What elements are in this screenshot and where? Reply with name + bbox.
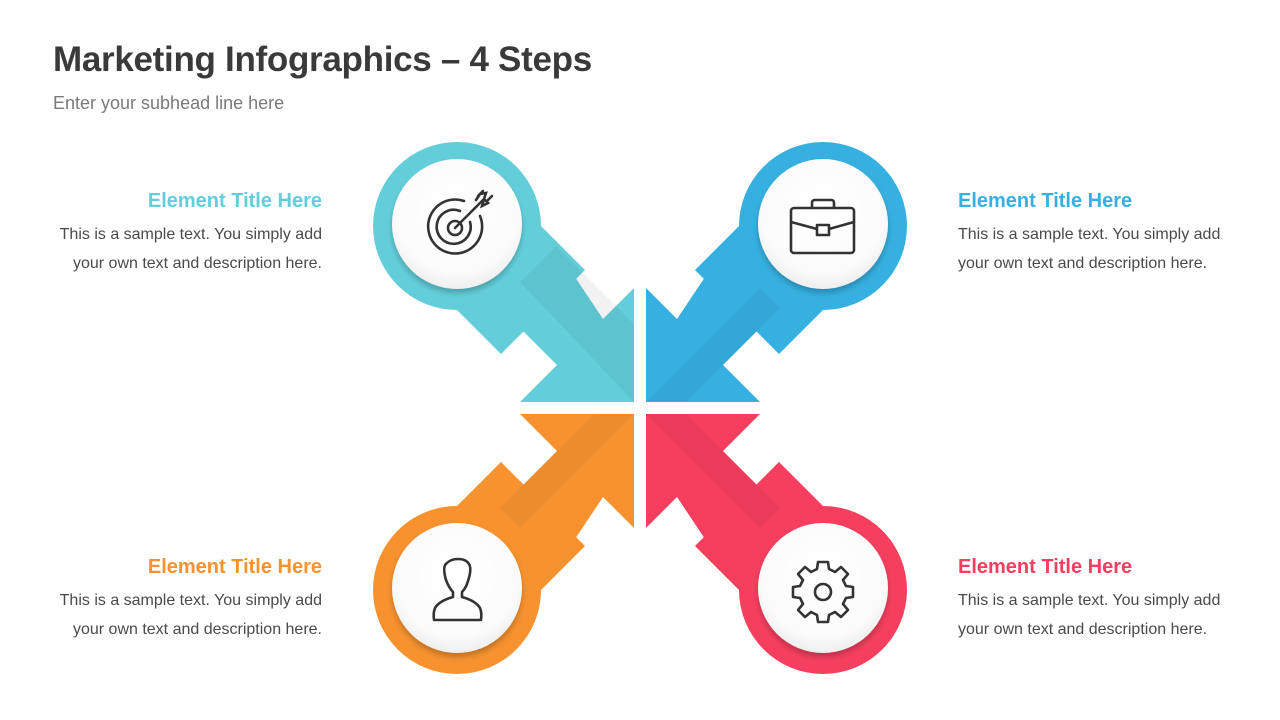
user-icon [432,557,483,622]
step-1-desc-line-2: your own text and description here. [72,255,322,272]
gear-icon [791,560,855,624]
step-2-desc-line-1: This is a sample text. You simply add [958,226,1221,243]
step-2-desc-line-2: your own text and description here. [958,255,1208,272]
target-icon [426,189,494,255]
step-3-desc-line-2: your own text and description here. [72,621,322,638]
step-4-title: Element Title Here [958,556,1133,578]
step-2-arrow [646,142,907,402]
step-4-text: Element Title Here This is a sample text… [958,554,1258,644]
step-1-arrow [373,142,634,402]
briefcase-icon [789,198,856,255]
step-3-desc-line-1: This is a sample text. You simply add [59,592,322,609]
step-1-title: Element Title Here [147,190,322,212]
step-1-text: Element Title Here This is a sample text… [22,188,322,278]
page-subhead: Enter your subhead line here [53,93,285,113]
step-1-description: This is a sample text. You simply add yo… [22,220,322,278]
step-2-description: This is a sample text. You simply add yo… [958,220,1258,278]
step-3-description: This is a sample text. You simply add yo… [22,586,322,644]
step-3-title: Element Title Here [147,556,322,578]
step-3-arrow [373,414,634,674]
step-4-desc-line-2: your own text and description here. [958,621,1208,638]
step-2-text: Element Title Here This is a sample text… [958,188,1258,278]
step-4-arrow [646,414,907,674]
step-4-description: This is a sample text. You simply add yo… [958,586,1258,644]
page-title: Marketing Infographics – 4 Steps [53,40,592,79]
step-4-desc-line-1: This is a sample text. You simply add [958,592,1221,609]
step-3-text: Element Title Here This is a sample text… [22,554,322,644]
step-2-title: Element Title Here [958,190,1133,212]
step-1-desc-line-1: This is a sample text. You simply add [59,226,322,243]
